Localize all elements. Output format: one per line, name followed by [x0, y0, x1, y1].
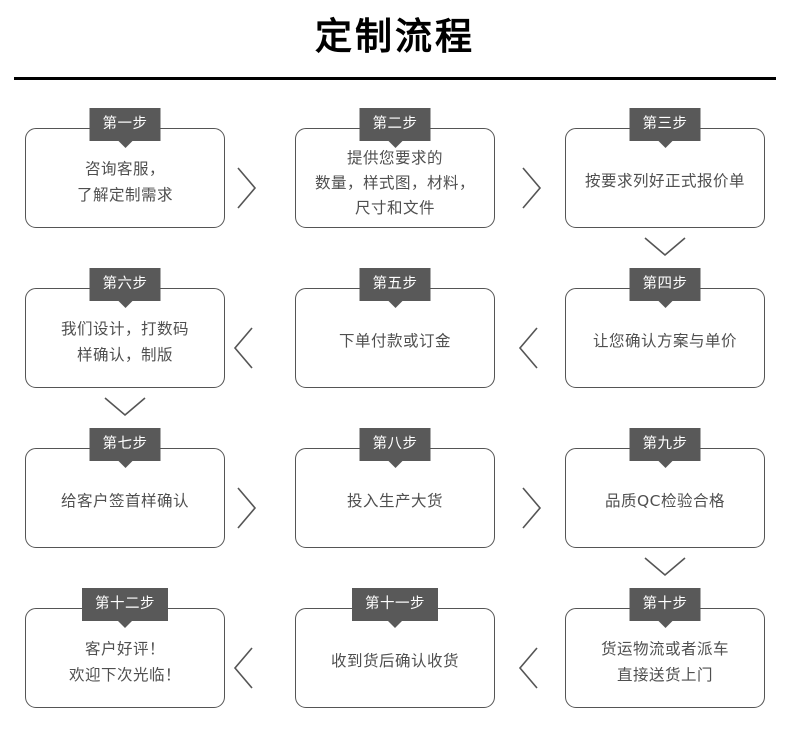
- flow-row-3: 给客户签首样确认 第七步 投入生产大货 第八步 品质QC检验合格 第九步: [0, 428, 790, 588]
- step-tab-7: 第七步: [89, 428, 161, 461]
- step-cell-12[interactable]: 客户好评！ 欢迎下次光临！ 第十二步: [25, 588, 225, 748]
- step-cell-1[interactable]: 咨询客服， 了解定制需求 第一步: [25, 108, 225, 268]
- step-text-7: 给客户签首样确认: [60, 492, 189, 510]
- chevron-right-icon: [522, 167, 542, 209]
- chevron-left-icon: [518, 647, 538, 689]
- step-text-6: 我们设计，打数码 样确认，制版: [60, 320, 189, 364]
- connector-11-12: [225, 638, 265, 698]
- step-tab-6: 第六步: [89, 268, 161, 301]
- flow-row-4: 客户好评！ 欢迎下次光临！ 第十二步 收到货后确认收货 第十一步 货运物流或者派…: [0, 588, 790, 748]
- step-text-4: 让您确认方案与单价: [592, 332, 737, 350]
- step-text-8: 投入生产大货: [346, 492, 443, 510]
- chevron-left-icon: [518, 327, 538, 369]
- connector-7-8: [225, 478, 265, 538]
- connector-2-3: [510, 158, 550, 218]
- connector-8-9: [510, 478, 550, 538]
- step-tab-9: 第九步: [629, 428, 701, 461]
- step-text-11: 收到货后确认收货: [330, 652, 459, 670]
- process-flow: 咨询客服， 了解定制需求 第一步 提供您要求的 数量，样式图，材料， 尺寸和文件…: [0, 108, 790, 748]
- step-tab-11: 第十一步: [352, 588, 438, 621]
- step-tab-5: 第五步: [359, 268, 431, 301]
- step-box-6[interactable]: 我们设计，打数码 样确认，制版: [25, 288, 225, 388]
- step-cell-2[interactable]: 提供您要求的 数量，样式图，材料， 尺寸和文件 第二步: [295, 108, 495, 268]
- step-cell-4[interactable]: 让您确认方案与单价 第四步: [565, 268, 765, 428]
- step-text-5: 下单付款或订金: [338, 332, 451, 350]
- step-tab-4: 第四步: [629, 268, 701, 301]
- step-cell-10[interactable]: 货运物流或者派车 直接送货上门 第十步: [565, 588, 765, 748]
- step-tab-3: 第三步: [629, 108, 701, 141]
- page-title: 定制流程: [315, 15, 475, 58]
- connector-4-5: [510, 318, 550, 378]
- step-text-3: 按要求列好正式报价单: [584, 172, 745, 190]
- chevron-left-icon: [233, 647, 253, 689]
- step-text-1: 咨询客服， 了解定制需求: [76, 160, 173, 204]
- step-text-9: 品质QC检验合格: [604, 492, 726, 510]
- page-header: 定制流程: [0, 0, 790, 80]
- step-cell-11[interactable]: 收到货后确认收货 第十一步: [295, 588, 495, 748]
- step-tab-12: 第十二步: [82, 588, 168, 621]
- flow-row-1: 咨询客服， 了解定制需求 第一步 提供您要求的 数量，样式图，材料， 尺寸和文件…: [0, 108, 790, 268]
- step-tab-8: 第八步: [359, 428, 431, 461]
- flow-row-2: 我们设计，打数码 样确认，制版 第六步 下单付款或订金 第五步 让您确认方案与单…: [0, 268, 790, 428]
- chevron-right-icon: [237, 487, 257, 529]
- connector-5-6: [225, 318, 265, 378]
- step-tab-10: 第十步: [629, 588, 701, 621]
- step-cell-8[interactable]: 投入生产大货 第八步: [295, 428, 495, 588]
- step-box-9[interactable]: 品质QC检验合格: [565, 448, 765, 548]
- chevron-right-icon: [522, 487, 542, 529]
- chevron-right-icon: [237, 167, 257, 209]
- connector-10-11: [510, 638, 550, 698]
- step-text-12: 客户好评！ 欢迎下次光临！: [68, 640, 181, 684]
- step-cell-9[interactable]: 品质QC检验合格 第九步: [565, 428, 765, 588]
- step-cell-5[interactable]: 下单付款或订金 第五步: [295, 268, 495, 428]
- chevron-left-icon: [233, 327, 253, 369]
- step-cell-6[interactable]: 我们设计，打数码 样确认，制版 第六步: [25, 268, 225, 428]
- step-cell-3[interactable]: 按要求列好正式报价单 第三步: [565, 108, 765, 268]
- step-text-2: 提供您要求的 数量，样式图，材料， 尺寸和文件: [314, 148, 475, 217]
- step-text-10: 货运物流或者派车 直接送货上门: [600, 640, 729, 684]
- step-tab-2: 第二步: [359, 108, 431, 141]
- connector-1-2: [225, 158, 265, 218]
- title-divider: [14, 77, 776, 80]
- step-cell-7[interactable]: 给客户签首样确认 第七步: [25, 428, 225, 588]
- step-tab-1: 第一步: [89, 108, 161, 141]
